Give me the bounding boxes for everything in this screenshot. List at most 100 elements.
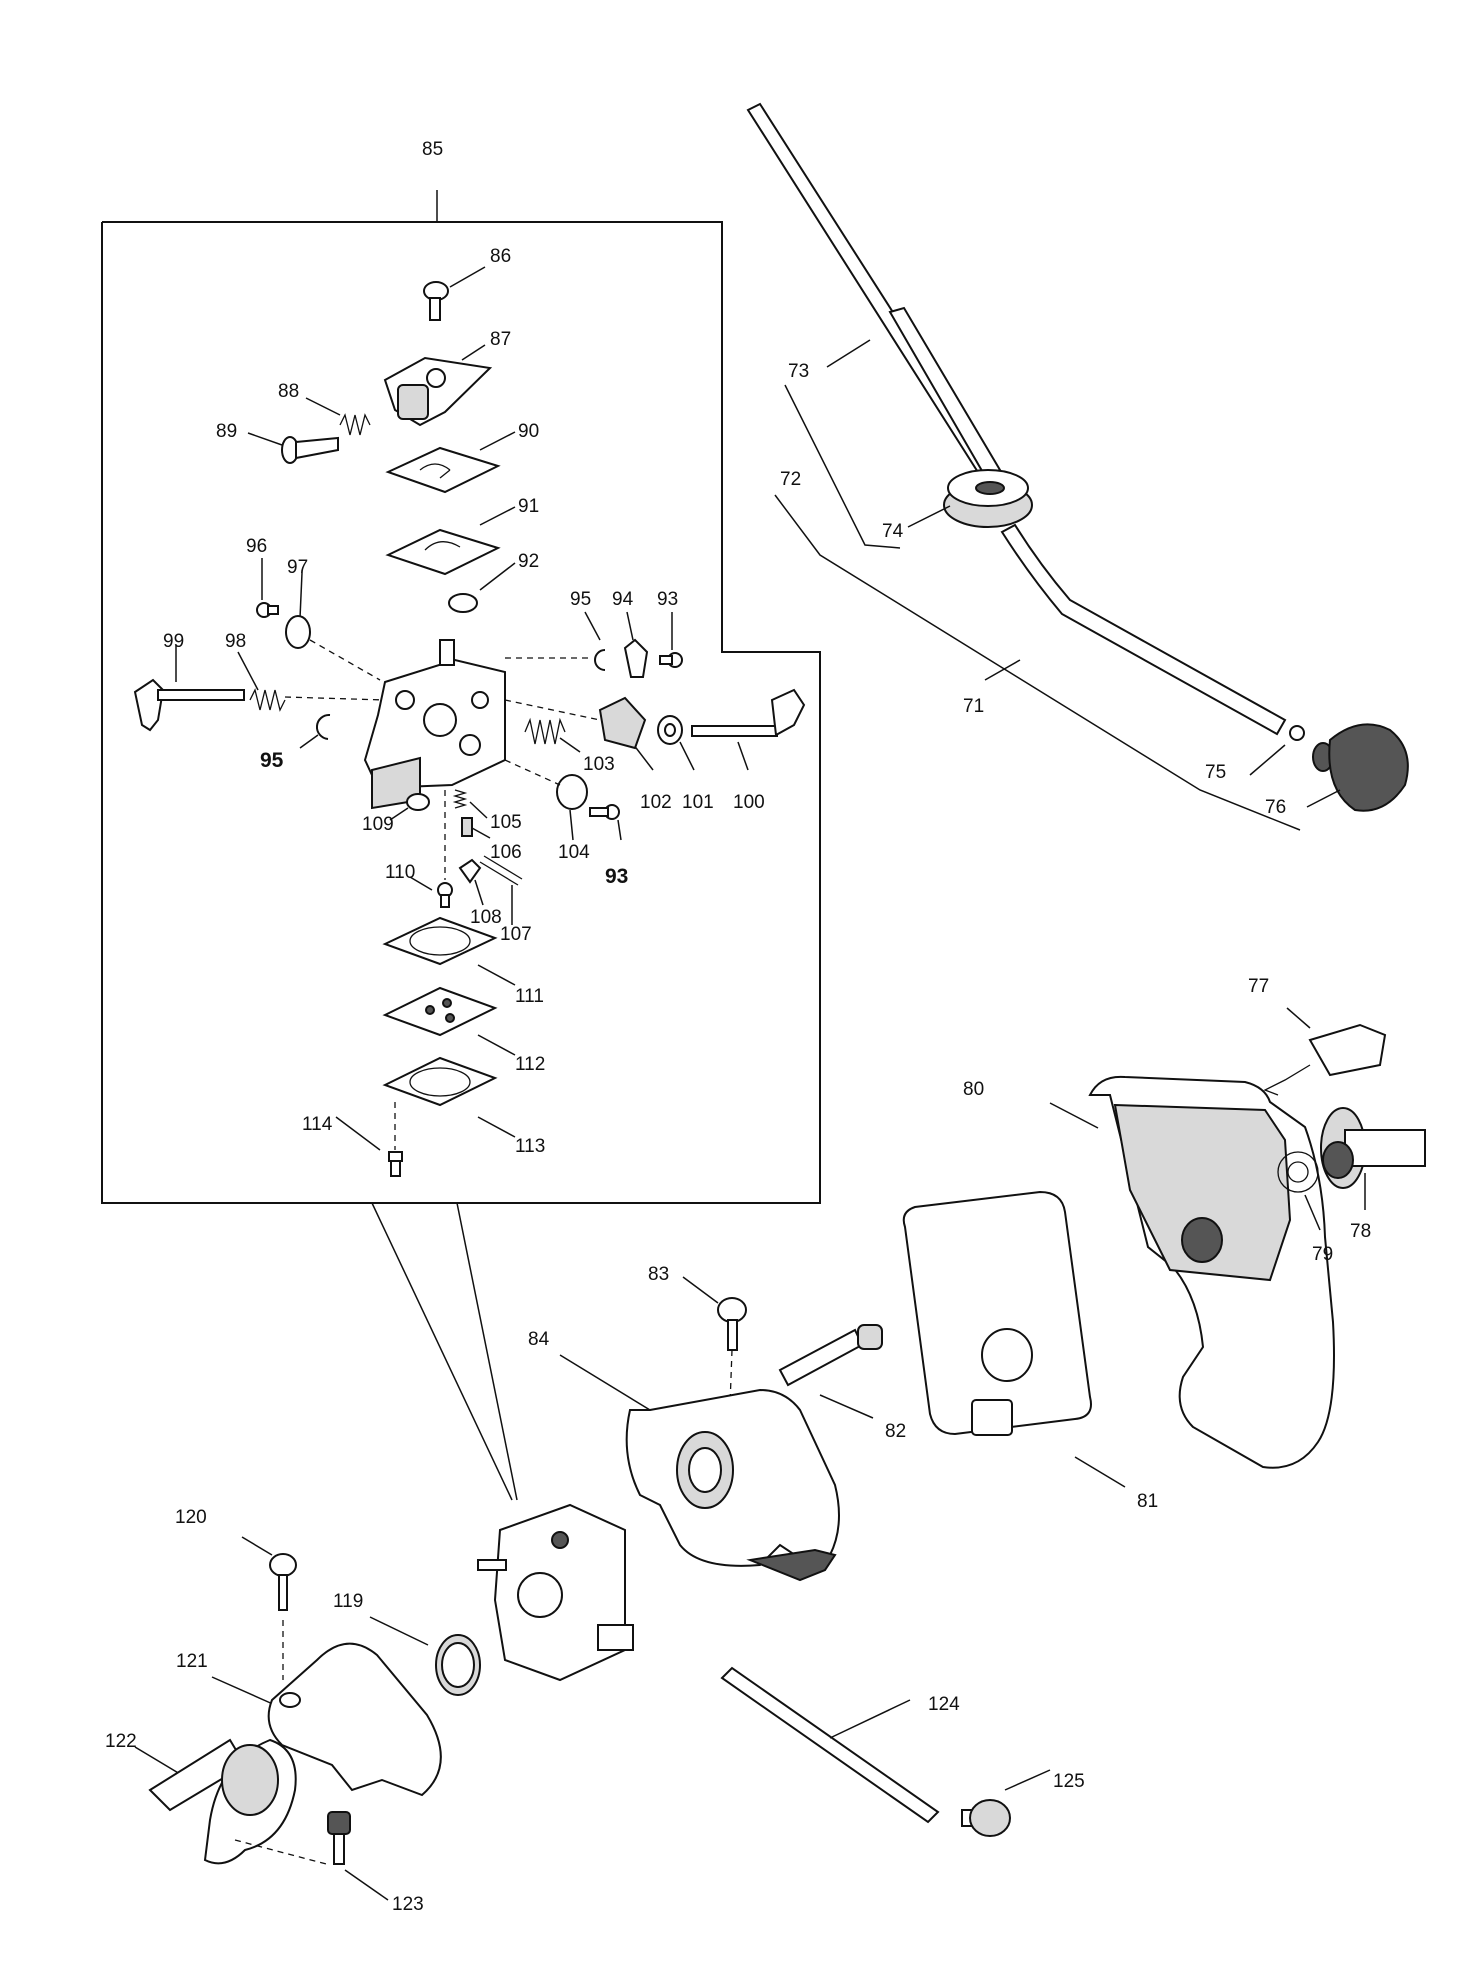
- part-113-gasket: [382, 1056, 516, 1150]
- label-76: 76: [1265, 797, 1286, 818]
- part-107-pin: [479, 855, 523, 925]
- label-86: 86: [490, 246, 511, 267]
- part-73-fuel-tube: [746, 102, 1002, 490]
- part-98-spring: [237, 651, 386, 712]
- label-94: 94: [612, 589, 634, 610]
- label-122: 122: [105, 1731, 137, 1752]
- part-97-disc: [285, 572, 381, 681]
- label-109: 109: [362, 814, 394, 835]
- part-79-star-washer: [1277, 1151, 1321, 1231]
- label-79: 79: [1312, 1244, 1333, 1265]
- part-71-fuel-hose: [984, 523, 1287, 736]
- label-91: 91: [518, 496, 539, 517]
- part-122-intake-pipe: [134, 1738, 331, 1866]
- part-92-plug: [448, 562, 516, 613]
- label-71: 71: [963, 696, 984, 717]
- part-85-carburetor-body: [363, 639, 601, 880]
- label-78: 78: [1350, 1221, 1371, 1242]
- part-86-screw: [423, 266, 486, 321]
- part-119-gasket: [369, 1616, 481, 1696]
- label-98: 98: [225, 631, 246, 652]
- part-78-knob: [1320, 1107, 1426, 1210]
- label-72: 72: [780, 469, 801, 490]
- part-85-carburetor-assembly: [477, 1503, 634, 1682]
- label-82: 82: [885, 1421, 906, 1442]
- fuel-line-brackets: [774, 384, 1301, 831]
- part-123-bolt: [327, 1811, 389, 1901]
- part-84-air-box: [559, 1354, 840, 1582]
- label-99: 99: [163, 631, 184, 652]
- label-104: 104: [558, 842, 590, 863]
- label-74: 74: [882, 521, 904, 542]
- part-105-spring: [452, 789, 488, 819]
- label-95-bottom: 95: [260, 749, 284, 772]
- part-96-screw: [256, 558, 279, 618]
- label-75: 75: [1205, 762, 1226, 783]
- label-112: 112: [515, 1054, 545, 1075]
- label-123: 123: [392, 1894, 424, 1915]
- part-114-screw: [335, 1116, 403, 1177]
- part-109-plug: [389, 793, 430, 821]
- label-125: 125: [1053, 1771, 1085, 1792]
- label-96: 96: [246, 536, 267, 557]
- label-85: 85: [422, 139, 443, 160]
- part-80-air-cleaner-cover: [1049, 1075, 1335, 1469]
- carburetor-inset-frame: [101, 190, 821, 1501]
- part-95-clip-right: [584, 611, 606, 671]
- label-97: 97: [287, 557, 308, 578]
- part-81-air-filter: [902, 1190, 1126, 1488]
- label-80: 80: [963, 1079, 984, 1100]
- label-81: 81: [1137, 1491, 1158, 1512]
- label-106: 106: [490, 842, 522, 863]
- part-124-fuel-pipe: [720, 1666, 940, 1824]
- label-105: 105: [490, 812, 522, 833]
- part-93-screw-top: [659, 612, 683, 668]
- part-87-lever-bracket: [383, 344, 493, 427]
- part-103-spring: [524, 717, 581, 753]
- part-121-insulator: [211, 1642, 442, 1797]
- label-102: 102: [640, 792, 672, 813]
- label-95-top: 95: [570, 589, 591, 610]
- label-111: 111: [515, 986, 544, 1007]
- part-112-pump-diaphragm: [382, 986, 516, 1056]
- part-120-screw: [241, 1536, 297, 1680]
- part-94-lever: [623, 611, 649, 678]
- part-75-clip: [1249, 725, 1305, 776]
- label-100: 100: [733, 792, 765, 813]
- part-76-fuel-filter: [1306, 723, 1409, 812]
- part-100-choke-shaft: [691, 688, 806, 771]
- label-88: 88: [278, 381, 299, 402]
- label-90: 90: [518, 421, 539, 442]
- label-101: 101: [682, 792, 714, 813]
- part-90-metering-cover: [385, 431, 516, 494]
- part-102-plate: [598, 696, 654, 771]
- part-108-lever: [458, 858, 484, 906]
- label-108: 108: [470, 907, 502, 928]
- label-93-top: 93: [657, 589, 678, 610]
- part-110-screw: [409, 876, 453, 908]
- label-110: 110: [385, 862, 415, 883]
- label-92: 92: [518, 551, 539, 572]
- label-77: 77: [1248, 976, 1269, 997]
- part-101-washer: [657, 715, 695, 771]
- part-111-gasket: [382, 916, 516, 986]
- part-82-bolt: [778, 1324, 883, 1419]
- label-113: 113: [515, 1136, 545, 1157]
- label-83: 83: [648, 1264, 669, 1285]
- label-89: 89: [216, 421, 237, 442]
- part-88-spring: [305, 397, 371, 436]
- label-73: 73: [788, 361, 809, 382]
- label-119: 119: [333, 1591, 363, 1612]
- label-114: 114: [302, 1114, 333, 1135]
- label-121: 121: [176, 1651, 208, 1672]
- part-77-choke-knob: [1263, 1007, 1387, 1096]
- part-74-grommet: [907, 469, 1033, 528]
- part-83-screw: [682, 1276, 747, 1406]
- part-99-throttle-shaft: [133, 645, 245, 732]
- part-89-screw: [247, 432, 339, 464]
- label-93-bottom: 93: [605, 865, 628, 888]
- part-106-needle: [461, 817, 491, 839]
- part-95-clip-left: [299, 713, 331, 749]
- part-number-labels: 85 86 87 88 89 90 91 92 93 93 94 95 95 9…: [105, 139, 1371, 1915]
